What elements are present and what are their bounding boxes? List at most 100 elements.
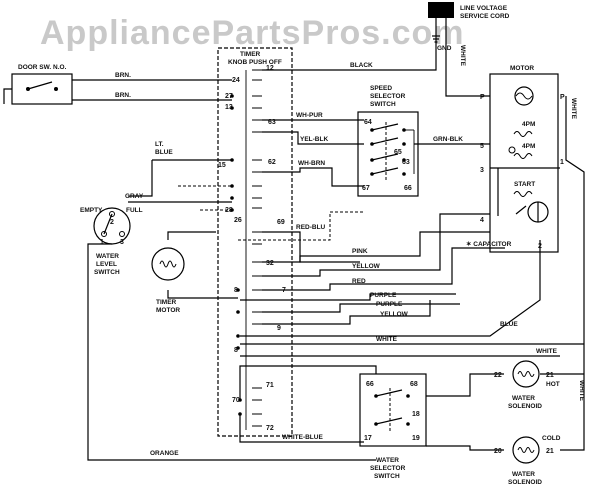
timer-title-1: TIMER (240, 51, 261, 58)
timer-term-28: 28 (225, 207, 233, 214)
timer-term-24: 24 (232, 77, 240, 84)
cold-label: COLD (542, 435, 561, 442)
wire-brn-1-label: BRN. (115, 72, 131, 79)
wire-yellow-2-label: YELLOW (380, 311, 409, 318)
wl-empty: EMPTY (80, 207, 103, 214)
wl-t2: 2 (110, 219, 114, 226)
motor-p-left: P (480, 94, 485, 101)
ws-t68: 68 (410, 381, 418, 388)
water-selector-switch: 66 68 18 17 19 WATER SELECTOR SWITCH (239, 365, 504, 480)
motor-t4: 4 (480, 217, 484, 224)
timer-term-70: 70 (232, 397, 240, 404)
wire-red-blu-label: RED-BLU (296, 224, 326, 231)
timer-term-62: 62 (268, 159, 276, 166)
wl-label-2: LEVEL (96, 261, 117, 268)
timer-term-27: 27 (225, 93, 233, 100)
timer-term-69: 69 (277, 219, 285, 226)
wire-black-label: BLACK (350, 62, 373, 69)
wire-white-1-label: WHITE (376, 336, 398, 343)
wl-label-3: SWITCH (94, 269, 120, 276)
timer-term-63: 63 (268, 119, 276, 126)
wire-purple-2-label: PURPLE (376, 301, 403, 308)
timer-motor: TIMER MOTOR (151, 247, 185, 314)
wire-white-blue-label: WHITE-BLUE (282, 434, 323, 441)
wire-purple-1-label: PURPLE (370, 292, 397, 299)
timer-term-8b: 8 (234, 347, 238, 354)
wire-yel-blk-label: YEL-BLK (300, 136, 328, 143)
hot-label: HOT (546, 381, 560, 388)
ws-t19: 19 (412, 435, 420, 442)
speed-t64: 64 (364, 119, 372, 126)
cord-white-label: WHITE (459, 45, 466, 67)
hot-label-1: WATER (512, 395, 535, 402)
ws-label-2: SELECTOR (370, 465, 406, 472)
timer-term-9: 9 (277, 325, 281, 332)
speed-t66: 66 (404, 185, 412, 192)
motor-label: MOTOR (510, 65, 534, 72)
wire-grn-blk-label: GRN-BLK (433, 136, 463, 143)
wl-label-1: WATER (96, 253, 119, 260)
ws-t18: 18 (412, 411, 420, 418)
cold-water-solenoid: 20 21 COLD WATER SOLENOID (494, 435, 561, 486)
cold-t20: 20 (494, 448, 502, 455)
timer-term-13: 13 (225, 104, 233, 111)
timer-motor-label-2: MOTOR (156, 307, 180, 314)
motor-t3: 3 (480, 167, 484, 174)
wires: BLACK BRN. BRN. WH-PUR YEL-BLK WH-BRN GR… (3, 36, 585, 461)
wire-blue-label: BLUE (500, 321, 518, 328)
timer-term-12: 12 (266, 65, 274, 72)
wire-brn-2-label: BRN. (115, 92, 131, 99)
watermark: AppliancePartsPros.com (40, 14, 464, 52)
speed-t67: 67 (362, 185, 370, 192)
wl-t3: 3 (120, 239, 124, 246)
wl-t1: 1 (100, 239, 104, 246)
wire-wh-pur-label: WH-PUR (296, 112, 323, 119)
cold-label-2: SOLENOID (508, 479, 542, 486)
timer-term-72: 72 (266, 425, 274, 432)
wire-yellow-1-label: YELLOW (352, 263, 381, 270)
cord-label-2: SERVICE CORD (460, 13, 510, 20)
wire-lt-blue-2-label: BLUE (155, 149, 173, 156)
speed-t63: 63 (402, 159, 410, 166)
speed-selector-switch: SPEED SELECTOR SWITCH 64 65 63 67 66 (357, 85, 419, 197)
timer-term-32: 32 (266, 260, 274, 267)
timer-term-15: 15 (218, 162, 226, 169)
wire-white-2-label: WHITE (536, 348, 558, 355)
speed-label-2: SELECTOR (370, 93, 406, 100)
timer-term-71: 71 (266, 382, 274, 389)
cord-label-1: LINE VOLTAGE (460, 5, 508, 12)
door-switch-label: DOOR SW. N.O. (18, 64, 67, 71)
cold-label-1: WATER (512, 471, 535, 478)
ws-label-1: WATER (376, 457, 399, 464)
motor-start: START (514, 181, 535, 188)
speed-label-1: SPEED (370, 85, 392, 92)
hot-label-2: SOLENOID (508, 403, 542, 410)
wire-pink-label: PINK (352, 248, 368, 255)
motor-p-right: P (560, 94, 565, 101)
door-switch: DOOR SW. N.O. (11, 64, 73, 105)
motor: MOTOR P P 4PM 4PM START 5 3 4 1 2 ✶ CAPA… (466, 65, 565, 253)
timer-term-26: 26 (234, 217, 242, 224)
timer-block: TIMER KNOB PUSH OFF 24 12 27 13 63 15 62… (217, 47, 293, 437)
cord-plug (428, 2, 454, 18)
ws-label-3: SWITCH (374, 473, 400, 480)
wl-full: FULL (126, 207, 143, 214)
wire-lt-blue-1-label: LT. (155, 141, 164, 148)
ws-t17: 17 (364, 435, 372, 442)
water-level-switch: EMPTY FULL 1 2 3 WATER LEVEL SWITCH (80, 207, 143, 276)
gnd-label: GND (437, 45, 452, 52)
speed-t65: 65 (394, 149, 402, 156)
motor-t2: 2 (538, 243, 542, 250)
hot-t21: 21 (546, 372, 554, 379)
motor-capacitor: ✶ CAPACITOR (466, 240, 512, 248)
wire-white-motor-label: WHITE (570, 98, 577, 120)
hot-t22: 22 (494, 372, 502, 379)
wire-wh-brn-label: WH-BRN (298, 160, 325, 167)
hot-water-solenoid: 22 21 HOT WATER SOLENOID (494, 360, 584, 410)
timer-title-2: KNOB PUSH OFF (228, 59, 282, 66)
wire-red-label: RED (352, 278, 366, 285)
wire-white-right-label: WHITE (578, 380, 585, 402)
timer-motor-label-1: TIMER (156, 299, 177, 306)
